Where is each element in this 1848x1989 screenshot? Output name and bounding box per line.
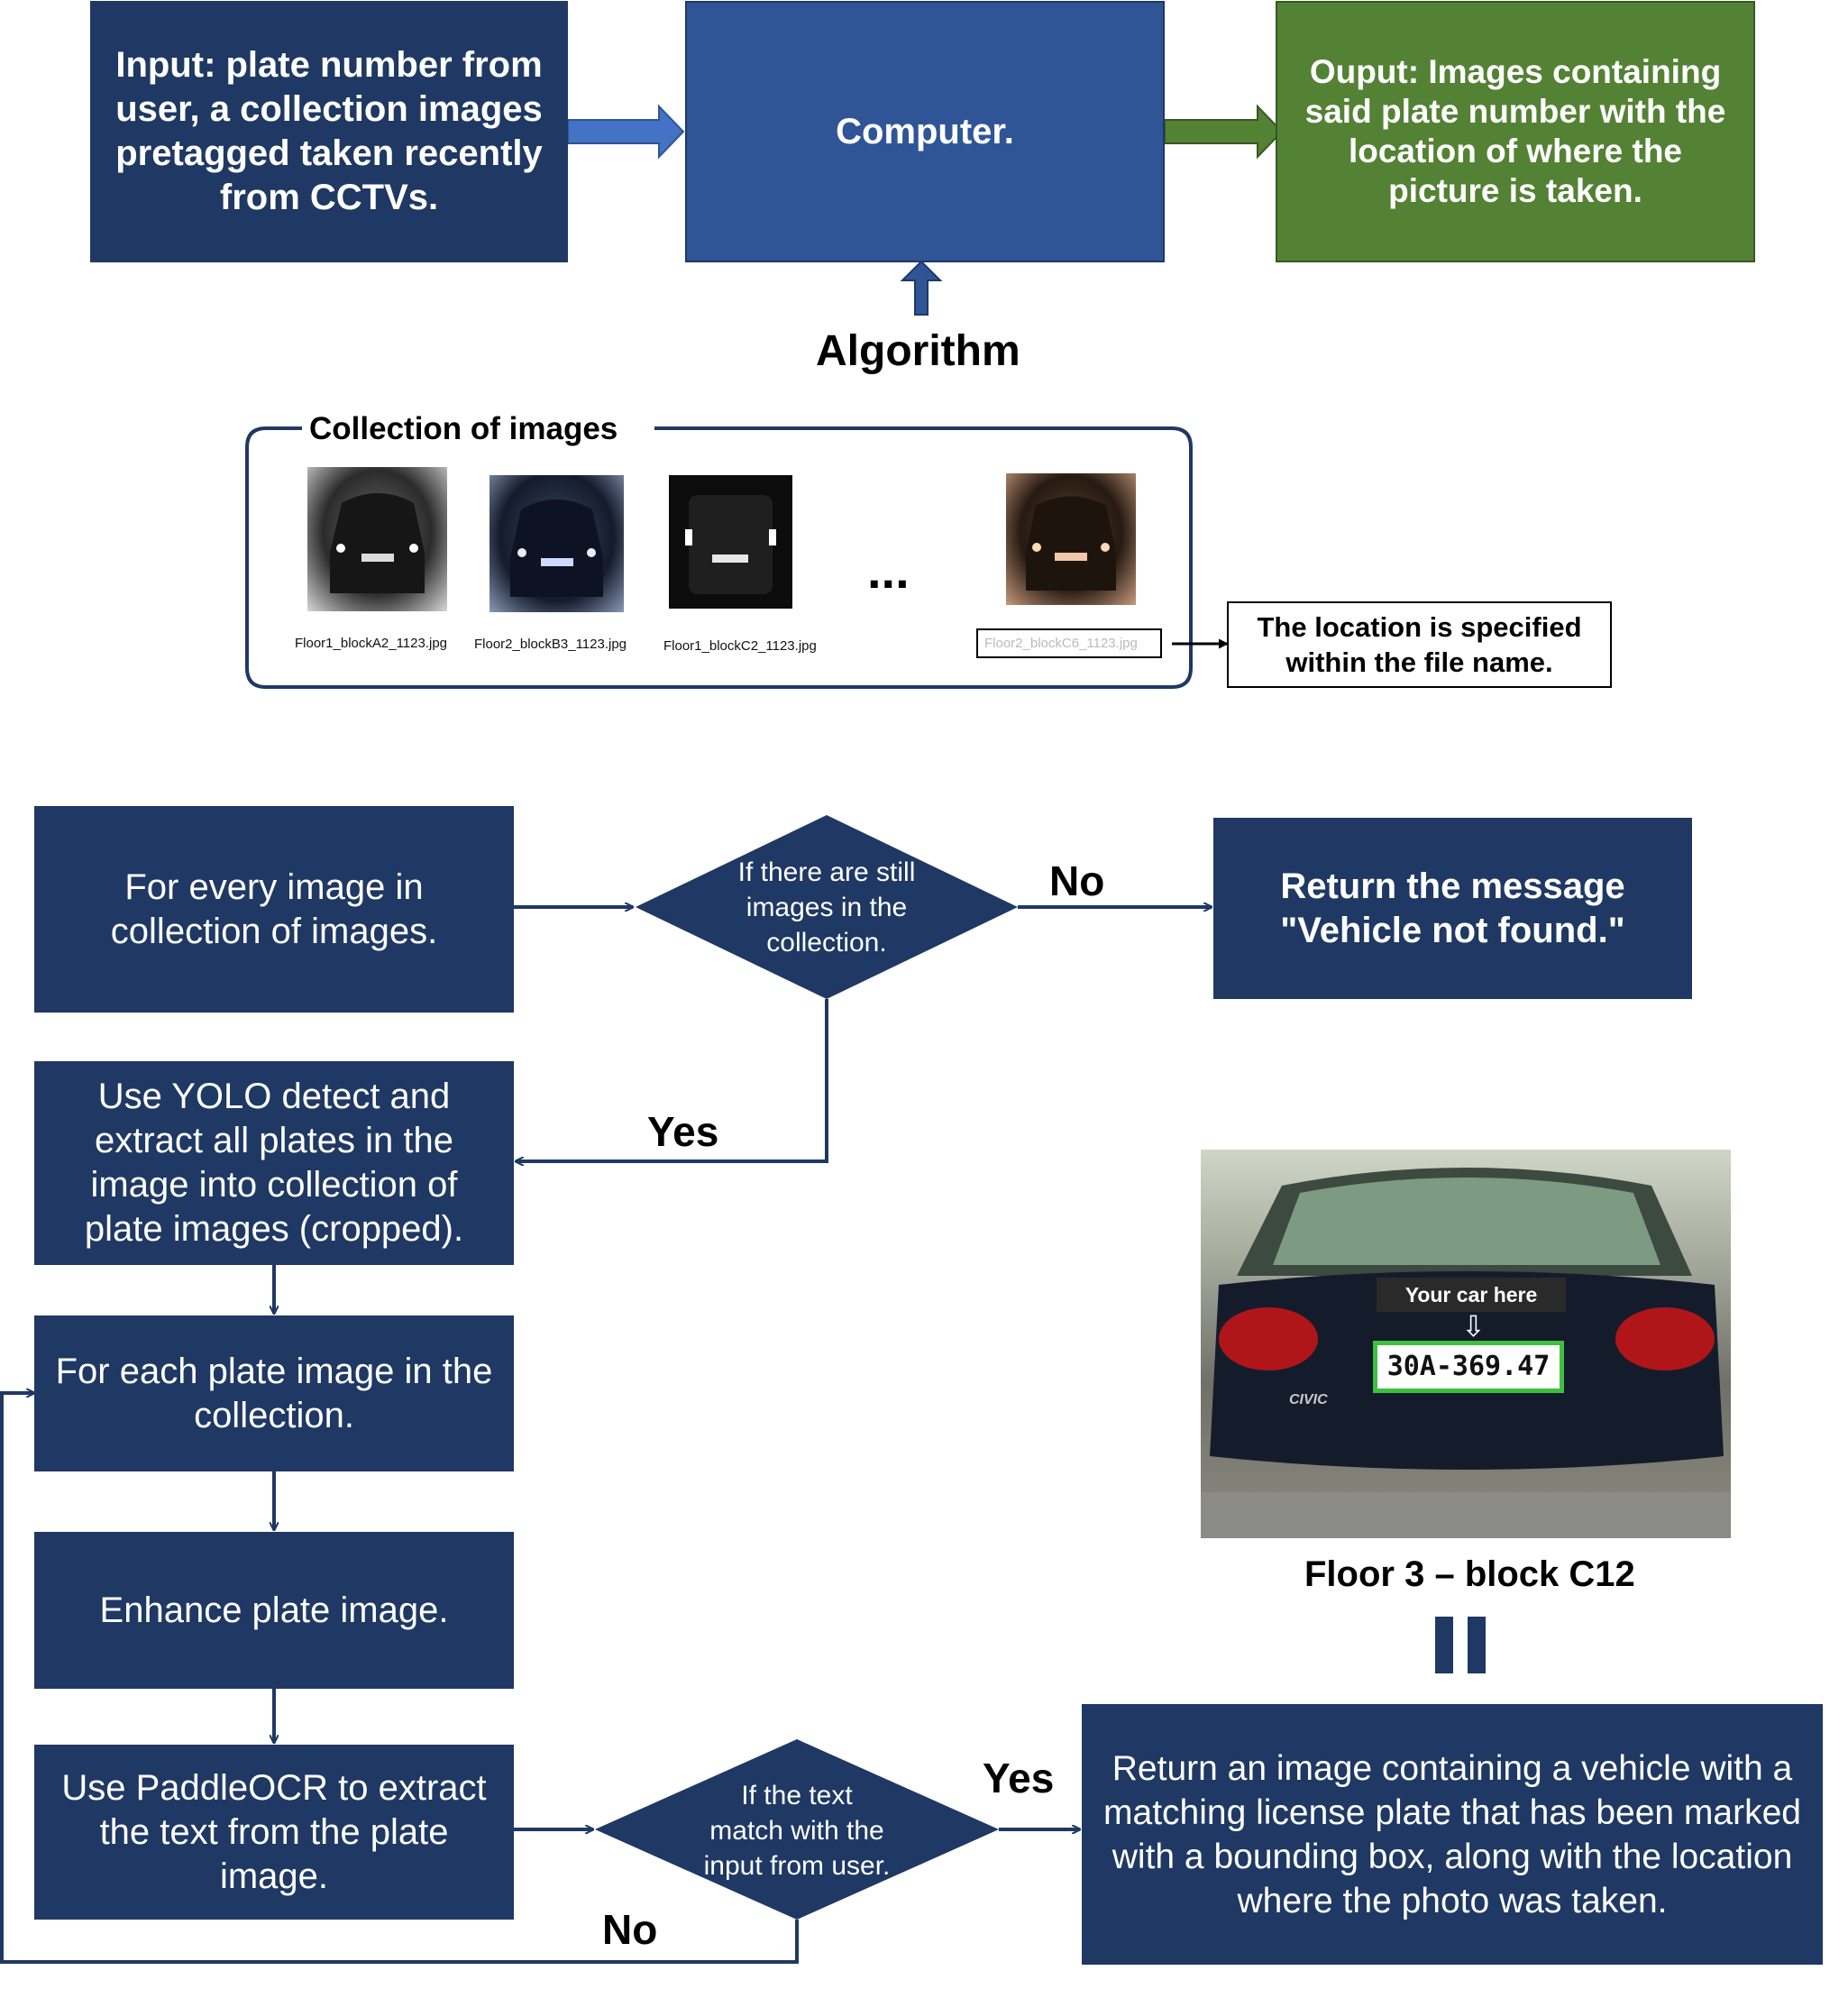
equals-bar-right bbox=[1468, 1617, 1486, 1673]
computer-text: Computer. bbox=[836, 111, 1014, 151]
decision-images-text: If there are still images in the collect… bbox=[737, 857, 916, 958]
collection-title: Collection of images bbox=[309, 411, 618, 446]
filename-3: Floor1_blockC2_1123.jpg bbox=[663, 638, 817, 654]
collection-frame bbox=[245, 426, 1193, 689]
step-every-image-text: For every image in collection of images. bbox=[110, 866, 438, 951]
step-enhance-text: Enhance plate image. bbox=[99, 1590, 449, 1630]
output-text: Ouput: Images containing said plate numb… bbox=[1304, 53, 1726, 209]
car-silhouette-icon bbox=[330, 493, 425, 593]
location-note-text: The location is specified within the fil… bbox=[1257, 611, 1582, 678]
step-each-plate-text: For each plate image in the collection. bbox=[55, 1351, 493, 1435]
more-images-ellipsis: ... bbox=[867, 542, 910, 599]
thumbnail-floor1-blockA2 bbox=[307, 467, 447, 611]
no-label-2: No bbox=[602, 1906, 658, 1953]
decision-images-text-wrap: If there are still images in the collect… bbox=[726, 833, 928, 981]
photo-caption: Floor 3 – block C12 bbox=[1304, 1554, 1635, 1594]
decision-images-diamond bbox=[636, 815, 1018, 999]
not-found-box: Return the message "Vehicle not found." bbox=[1213, 818, 1692, 999]
step-yolo-text: Use YOLO detect and extract all plates i… bbox=[84, 1077, 464, 1249]
filename-4: Floor2_blockC6_1123.jpg bbox=[984, 636, 1138, 651]
location-note-box bbox=[1227, 601, 1612, 688]
no-label-1: No bbox=[1049, 857, 1105, 904]
down-arrow-icon: ⇩ bbox=[1461, 1310, 1486, 1343]
car-silhouette-icon bbox=[685, 495, 776, 594]
yes-label-2: Yes bbox=[983, 1755, 1055, 1801]
algorithm-label: Algorithm bbox=[816, 327, 1020, 375]
arrow-algorithm-to-computer bbox=[900, 260, 943, 316]
result-box: Return an image containing a vehicle wit… bbox=[1082, 1704, 1823, 1965]
thumbnail-floor1-blockC2 bbox=[669, 475, 792, 609]
equals-bar-left bbox=[1435, 1617, 1453, 1673]
result-text: Return an image containing a vehicle wit… bbox=[1103, 1748, 1801, 1920]
step-yolo: Use YOLO detect and extract all plates i… bbox=[34, 1061, 514, 1265]
car-tag-label: Your car here bbox=[1377, 1278, 1566, 1312]
car-silhouette-icon bbox=[510, 500, 603, 597]
input-text: Input: plate number from user, a collect… bbox=[115, 45, 543, 217]
car-brand-badge: CIVIC bbox=[1289, 1392, 1328, 1407]
location-note: The location is specified within the fil… bbox=[1230, 604, 1609, 685]
filename-1: Floor1_blockA2_1123.jpg bbox=[295, 636, 448, 651]
decision-match-text-wrap: If the text match with the input from us… bbox=[703, 1763, 891, 1898]
filename-2: Floor2_blockB3_1123.jpg bbox=[474, 637, 627, 652]
step-every-image: For every image in collection of images. bbox=[34, 806, 514, 1013]
thumbnail-floor2-blockC6 bbox=[1006, 473, 1136, 605]
not-found-text: Return the message "Vehicle not found." bbox=[1280, 866, 1625, 950]
yes-label-1: Yes bbox=[647, 1108, 719, 1155]
step-ocr: Use PaddleOCR to extract the text from t… bbox=[34, 1745, 514, 1920]
thumbnail-floor2-blockB3 bbox=[489, 475, 624, 612]
car-silhouette-icon bbox=[1026, 496, 1116, 591]
computer-box: Computer. bbox=[685, 1, 1165, 262]
highlighted-filename-box bbox=[976, 628, 1162, 658]
input-box: Input: plate number from user, a collect… bbox=[90, 1, 568, 262]
step-each-plate: For each plate image in the collection. bbox=[34, 1315, 514, 1471]
step-enhance: Enhance plate image. bbox=[34, 1532, 514, 1689]
arrow-input-to-computer bbox=[567, 104, 685, 160]
decision-match-diamond bbox=[595, 1739, 999, 1920]
step-ocr-text: Use PaddleOCR to extract the text from t… bbox=[61, 1767, 487, 1896]
arrow-computer-to-output bbox=[1164, 104, 1284, 160]
decision-match-text: If the text match with the input from us… bbox=[703, 1780, 891, 1881]
output-box: Ouput: Images containing said plate numb… bbox=[1276, 1, 1755, 262]
plate-bounding-box: 30A-369.47 bbox=[1373, 1341, 1564, 1393]
arrow-yes-to-yolo bbox=[516, 999, 828, 1161]
arrow-no-loop-back bbox=[0, 1393, 799, 1964]
